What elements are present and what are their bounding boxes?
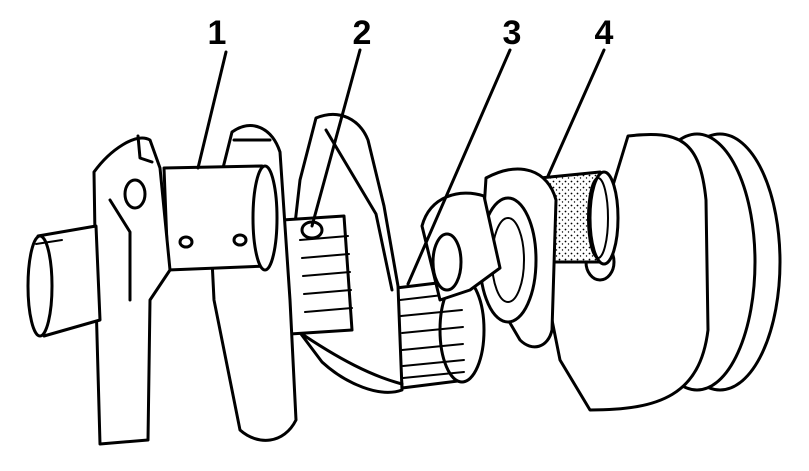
front-crankpin (280, 214, 354, 336)
rear-flange (546, 132, 782, 412)
callout-label-4: 4 (595, 14, 614, 52)
leader-line-3 (406, 48, 512, 286)
callout-label-1: 1 (208, 14, 227, 52)
leader-line-1 (196, 50, 228, 170)
callout-label-2: 2 (353, 14, 372, 52)
callout-label-3: 3 (503, 14, 522, 52)
leader-line-4 (546, 48, 606, 178)
leader-line-2 (310, 48, 362, 228)
front-arm (92, 134, 172, 446)
crank-snout (26, 224, 102, 338)
front-main-journal (162, 164, 279, 272)
middle-counterweight (420, 191, 502, 302)
